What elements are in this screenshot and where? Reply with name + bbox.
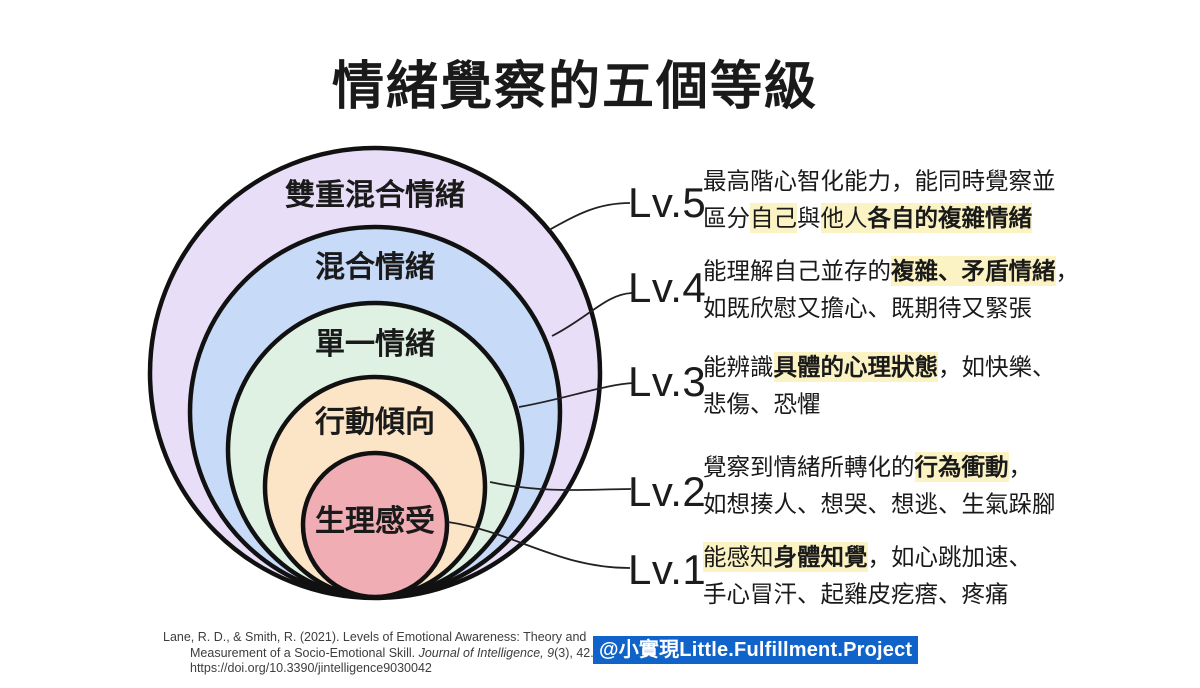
level-desc-line: 能理解自己並存的複雜、矛盾情緒， — [703, 256, 1079, 286]
level-tag-lv1: Lv.1 — [628, 546, 707, 593]
page-title: 情緒覺察的五個等級 — [331, 58, 818, 116]
level-desc-line: 覺察到情緒所轉化的行為衝動， — [703, 452, 1032, 482]
connector-lv5 — [548, 202, 631, 231]
level-desc-line: 如想揍人、想哭、想逃、生氣跺腳 — [703, 491, 1056, 517]
connector-lv4 — [551, 292, 633, 337]
level-tag-lv2: Lv.2 — [628, 468, 707, 515]
level-desc-lv2: 覺察到情緒所轉化的行為衝動， 如想揍人、想哭、想逃、生氣跺腳 — [703, 449, 1193, 523]
level-desc-lv3: 能辨識具體的心理狀態，如快樂、 悲傷、恐懼 — [703, 349, 1193, 423]
citation-line-3: https://doi.org/10.3390/jintelligence903… — [190, 661, 603, 677]
level-desc-lv4: 能理解自己並存的複雜、矛盾情緒， 如既欣慰又擔心、既期待又緊張 — [703, 253, 1193, 327]
citation-line-1: Lane, R. D., & Smith, R. (2021). Levels … — [163, 630, 587, 644]
level-desc-line: 手心冒汗、起雞皮疙瘩、疼痛 — [703, 581, 1009, 607]
level-tag-lv3: Lv.3 — [628, 358, 707, 405]
level-desc-line: 能辨識具體的心理狀態，如快樂、 — [703, 352, 1056, 382]
ring-lv1-bodily-sensation — [300, 450, 450, 600]
ring-label-lv4: 混合情緒 — [315, 251, 435, 284]
level-desc-lv5: 最高階心智化能力，能同時覺察並 區分自己與他人各自的複雜情緒 — [703, 163, 1193, 237]
level-desc-line: 能感知身體知覺，如心跳加速、 — [703, 542, 1032, 572]
level-desc-line: 悲傷、恐懼 — [703, 391, 821, 417]
ring-label-lv1: 生理感受 — [315, 505, 435, 538]
citation: Lane, R. D., & Smith, R. (2021). Levels … — [163, 630, 603, 677]
connector-lv3 — [518, 382, 635, 408]
level-tag-lv5: Lv.5 — [628, 179, 707, 226]
level-desc-line: 區分自己與他人各自的複雜情緒 — [703, 203, 1032, 233]
doi-url: https://doi.org/10.3390/jintelligence903… — [190, 661, 432, 675]
level-desc-lv1: 能感知身體知覺，如心跳加速、 手心冒汗、起雞皮疙瘩、疼痛 — [703, 539, 1193, 613]
ring-label-lv5: 雙重混合情緒 — [285, 179, 465, 212]
credit-badge: @小實現Little.Fulfillment.Project — [593, 636, 919, 664]
level-desc-line: 如既欣慰又擔心、既期待又緊張 — [703, 295, 1032, 321]
connector-lv1 — [447, 521, 631, 569]
connector-lv2 — [489, 481, 632, 491]
level-desc-line: 最高階心智化能力，能同時覺察並 — [703, 168, 1056, 194]
level-tag-lv4: Lv.4 — [628, 264, 707, 311]
ring-label-lv3: 單一情緒 — [315, 328, 435, 361]
citation-line-2: Measurement of a Socio-Emotional Skill. … — [190, 645, 594, 660]
ring-label-lv2: 行動傾向 — [315, 406, 435, 439]
